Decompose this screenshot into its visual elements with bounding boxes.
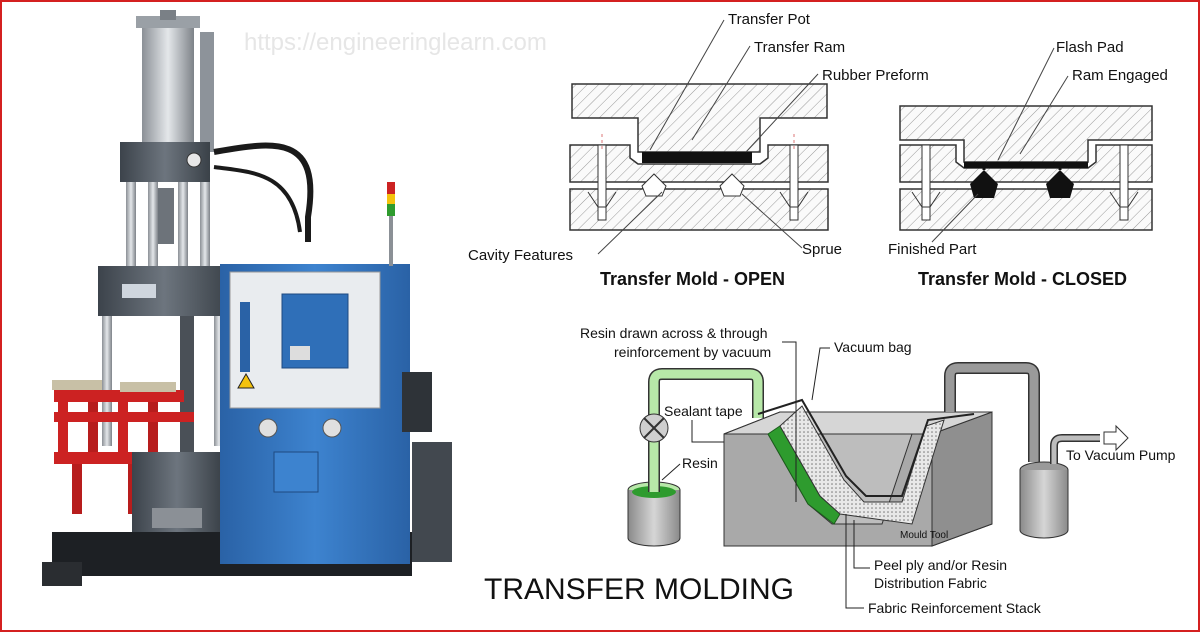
label-transfer-pot: Transfer Pot [728, 11, 811, 28]
hydraulic-cylinder [142, 20, 194, 150]
finished-part-left [970, 170, 998, 198]
label-ram-engaged: Ram Engaged [1072, 67, 1168, 84]
rubber-preform [642, 152, 752, 163]
transfer-mold-closed-diagram: Flash Pad Ram Engaged Finished Part Tran… [888, 39, 1168, 289]
label-resin: Resin [682, 455, 718, 471]
flash-pad [964, 162, 1088, 168]
watermark-text: https://engineeringlearn.com [244, 29, 547, 56]
label-peel-ply-2: Distribution Fabric [874, 575, 987, 591]
middle-platen [98, 266, 230, 316]
resin-inlet-pipe [649, 369, 763, 492]
cavity-left [641, 173, 667, 197]
transfer-ram-plate [571, 83, 828, 153]
label-flash-pad: Flash Pad [1056, 39, 1124, 56]
label-resin-drawn-2: reinforcement by vacuum [614, 344, 771, 360]
transfer-mold-open-diagram: Transfer Pot Transfer Ram Rubber Preform… [468, 11, 929, 289]
arrow-right-icon [1103, 424, 1129, 452]
catch-pot [1019, 470, 1069, 539]
title-transfer-mold-open: Transfer Mold - OPEN [600, 269, 785, 289]
label-cavity-features: Cavity Features [468, 247, 573, 264]
label-finished-part: Finished Part [888, 241, 977, 258]
resin-pot [627, 490, 681, 547]
label-mould-tool: Mould Tool [900, 530, 948, 541]
finished-part-right [1046, 170, 1074, 198]
label-fabric-stack: Fabric Reinforcement Stack [868, 600, 1042, 616]
title-transfer-mold-closed: Transfer Mold - CLOSED [918, 269, 1127, 289]
red-mold-table [54, 390, 184, 402]
label-sealant-tape: Sealant tape [664, 403, 743, 419]
transfer-press-machine [42, 10, 452, 586]
label-vacuum-bag: Vacuum bag [834, 339, 912, 355]
label-to-vacuum-pump: To Vacuum Pump [1066, 447, 1176, 463]
label-peel-ply-1: Peel ply and/or Resin [874, 557, 1007, 573]
label-sprue: Sprue [802, 241, 842, 258]
transfer-pot-plate [569, 144, 829, 183]
label-transfer-ram: Transfer Ram [754, 39, 845, 56]
main-title: TRANSFER MOLDING [484, 573, 794, 606]
cavity-right [719, 173, 745, 197]
vacuum-infusion-diagram: Resin drawn across & through reinforceme… [580, 325, 1176, 616]
label-rubber-preform: Rubber Preform [822, 67, 929, 84]
label-resin-drawn-1: Resin drawn across & through [580, 325, 768, 341]
cavity-plate [569, 177, 829, 231]
vacuum-outlet-pipe [945, 363, 1039, 462]
vacuum-bag [757, 398, 975, 497]
